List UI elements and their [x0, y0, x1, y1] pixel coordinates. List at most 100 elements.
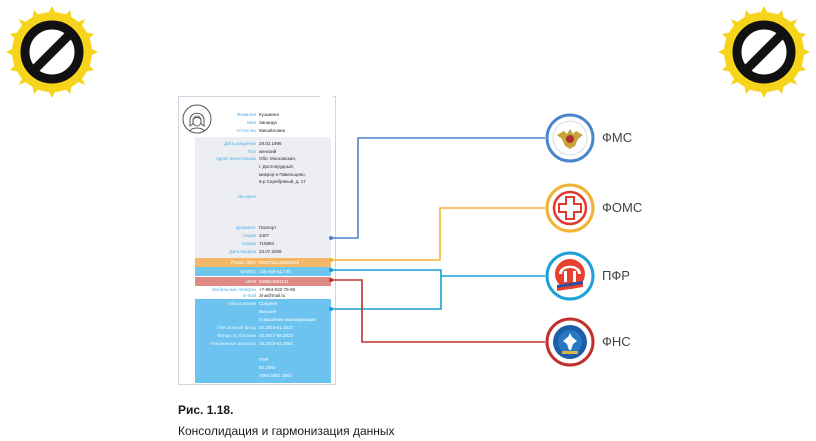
card-row: Мобильный телефон+7-954-632-75-65 [195, 286, 331, 294]
card-row-value: 715994 [259, 241, 275, 246]
card-row-label: Дата рождения [224, 141, 256, 146]
card-row-label: На карте [237, 194, 257, 199]
card-row-value: 6-р Серебряный, д. 17 [259, 179, 306, 184]
pfr-connector-dot [329, 268, 333, 272]
education-row: 2060 2061 2062 [195, 372, 331, 380]
card-row-value: микрор-н Павельцево, [259, 172, 306, 177]
prohibited-icon [6, 6, 98, 98]
card-row-label: Имя [247, 120, 256, 125]
foms-connector [331, 207, 545, 261]
snils-band: СНИЛС 125-569-512 95 [195, 267, 331, 276]
card-gray-section [195, 137, 331, 258]
education-row: Высшее [195, 308, 331, 316]
card-row-label: Дата выдачи [229, 249, 256, 254]
card-row-label: E-mail [243, 293, 256, 298]
fns-tax-service-emblem-icon [545, 317, 595, 367]
education-row-value: Высшее [259, 309, 277, 314]
education-row-value: 02.2015-01.2017 [259, 325, 294, 330]
education-row-value: ПФР [259, 357, 269, 362]
inn-label: ИНН [246, 279, 256, 284]
inn-band: ИНН 569824563211 [195, 277, 331, 286]
foms-medical-cross-icon [545, 183, 595, 233]
card-row-label: Номер [242, 241, 256, 246]
inn-value: 569824563211 [259, 279, 289, 284]
education-row-label: Пенсионный фонд [217, 325, 256, 330]
card-row-label: Мобильный телефон [211, 287, 256, 292]
card-row-value: 4407 [259, 233, 270, 238]
card-row-label: Документ [236, 225, 256, 230]
fms-connector-dot [329, 236, 333, 240]
card-row-value: Паспорт [259, 225, 277, 230]
card-row: микрор-н Павельцево, [195, 171, 331, 179]
card-row-value: г. Долгопрудный, [259, 164, 294, 169]
education-row-label: Образование [228, 301, 256, 306]
education-row-value: 02.2060 [259, 365, 276, 370]
card-row-value: Обл. Московская, [259, 156, 296, 161]
education-row: 02.2060 [195, 364, 331, 372]
education-row-label: Фонды по болезни [217, 333, 256, 338]
fns-connector-dot [329, 278, 333, 282]
card-folded-corner [319, 96, 333, 110]
card-row-value: +7-954-632-75-65 [259, 287, 296, 292]
fms-connector [331, 137, 545, 239]
card-row-label: Пол [247, 149, 256, 154]
education-row: ПФР [195, 356, 331, 364]
card-row-label: Серия [242, 233, 256, 238]
card-row-value: женский [259, 149, 277, 154]
card-row: 6-р Серебряный, д. 17 [195, 178, 331, 186]
pfr-connector-snils [331, 269, 545, 277]
education-row-label: Пенсионные выплаты [210, 341, 256, 346]
card-row: г. Долгопрудный, [195, 163, 331, 171]
card-row: На карте [195, 193, 331, 201]
oms-value: 8629754126554269 [259, 260, 300, 265]
prohibited-icon [718, 6, 810, 98]
pfr-connector-edu [331, 276, 442, 310]
card-row-label: Отчество [236, 128, 256, 133]
education-row-value: Среднее [259, 301, 278, 306]
agency-name-fms: ФМС [602, 130, 633, 145]
fns-connector [331, 279, 545, 343]
foms-connector-dot [329, 258, 333, 262]
education-row-value: 10.2023-02.2062 [259, 341, 294, 346]
education-row-value: 02.2017-08.2023 [259, 333, 294, 338]
card-row-value: Зинаида [259, 120, 277, 125]
card-row-value: 23.07.2009 [259, 249, 282, 254]
card-row-value: Михайловна [259, 128, 286, 133]
fms-eagle-emblem-icon [545, 113, 595, 163]
card-row-value: Кузьмина [259, 112, 279, 117]
figure-number: Рис. 1.18. [178, 403, 234, 417]
card-row-label: Адрес регистрации [215, 156, 256, 161]
education-row-value: 2060 2061 2062 [259, 373, 292, 378]
card-row-value: 28.02.1995 [259, 141, 282, 146]
pfr-pension-fund-icon [545, 251, 595, 301]
oms-policy-band: Полис ОМС 8629754126554269 [195, 258, 331, 267]
education-row: Повышение квалификации [195, 316, 331, 324]
pfr-connector-dot-2 [329, 307, 333, 311]
female-avatar-icon [182, 104, 212, 134]
agency-name-pfr: ПФР [602, 268, 630, 283]
education-section [195, 299, 331, 383]
oms-label: Полис ОМС [231, 260, 256, 265]
agency-name-fns: ФНС [602, 334, 631, 349]
snils-label: СНИЛС [240, 269, 256, 274]
agency-name-foms: ФОМС [602, 200, 643, 215]
card-row-value: zina@mail.ru [259, 293, 286, 298]
education-row-value: Повышение квалификации [259, 317, 316, 322]
snils-value: 125-569-512 95 [259, 269, 291, 274]
